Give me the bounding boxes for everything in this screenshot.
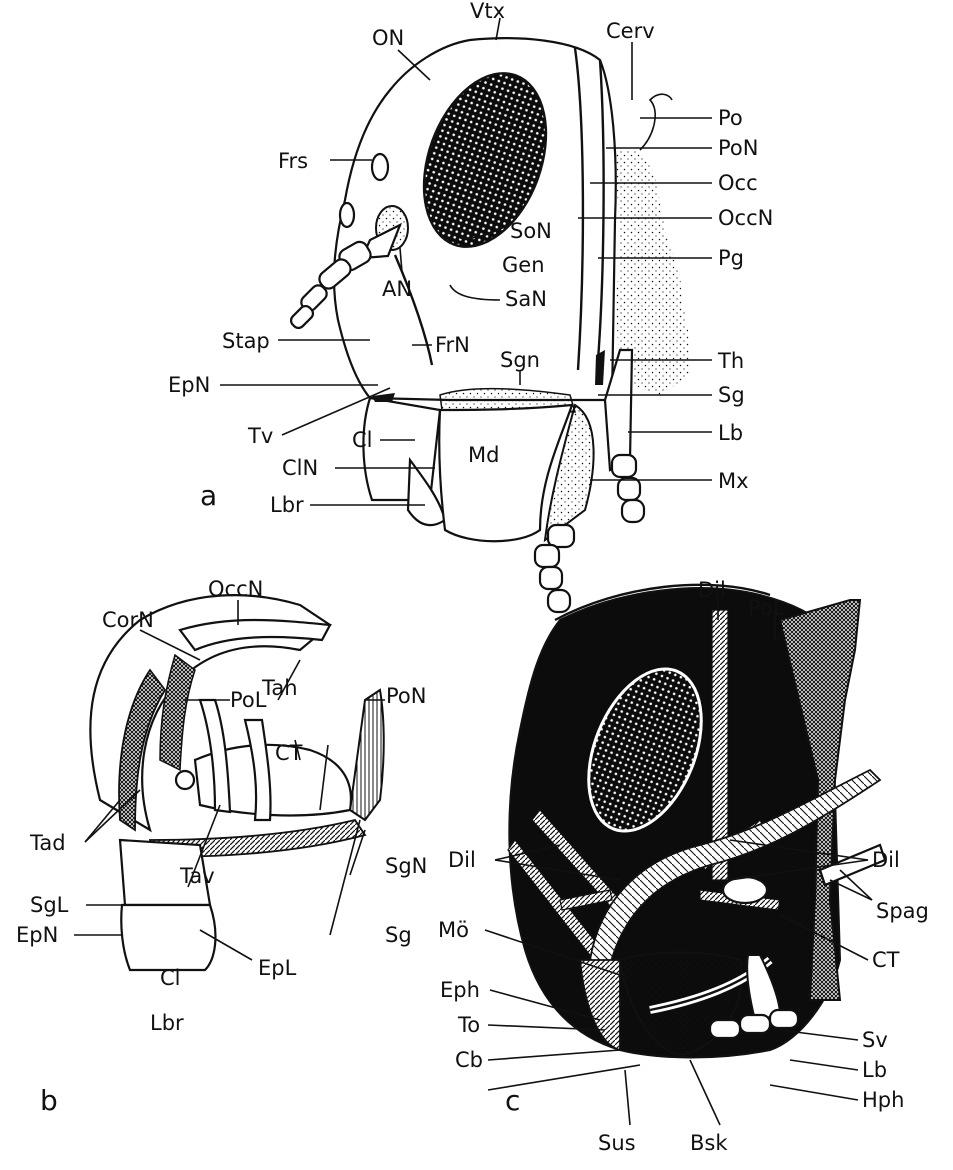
label-c-Cb: Cb — [455, 1048, 483, 1072]
label-a-Mx: Mx — [718, 469, 749, 493]
label-a-Occ: Occ — [718, 171, 758, 195]
label-a-Stap: Stap — [222, 329, 270, 353]
label-c-Mo: Mö — [438, 918, 469, 942]
label-a-Lbr: Lbr — [270, 493, 304, 517]
label-c-Dil-left: Dil — [448, 848, 476, 872]
maxillary-palp — [535, 525, 574, 612]
label-c-Dil-right: Dil — [872, 848, 900, 872]
panel-letter-a: a — [200, 479, 217, 512]
label-c-Hph: Hph — [862, 1088, 904, 1112]
b-foramen — [176, 771, 194, 789]
label-a-Frs: Frs — [278, 149, 308, 173]
label-b-SgN: SgN — [385, 854, 427, 878]
label-a-Pg: Pg — [718, 246, 744, 270]
label-a-EpN: EpN — [168, 373, 210, 397]
panel-letter-b: b — [40, 1084, 58, 1117]
label-a-SoN: SoN — [510, 219, 552, 243]
label-a-Vtx: Vtx — [470, 0, 505, 23]
label-b-Lbr: Lbr — [150, 1011, 184, 1035]
label-c-Bsk: Bsk — [690, 1131, 728, 1155]
panel-a-drawing — [289, 38, 690, 612]
frons-pit — [372, 154, 388, 180]
label-a-OccN: OccN — [718, 206, 773, 230]
label-b-CorN: CorN — [102, 608, 154, 632]
label-b-Tad: Tad — [29, 831, 66, 855]
label-a-Th: Th — [717, 349, 744, 373]
label-b-EpN: EpN — [16, 923, 58, 947]
c-ganglion — [723, 877, 767, 903]
labial-palp — [612, 455, 644, 522]
b-labrum — [121, 905, 215, 970]
panel-letter-c: c — [505, 1084, 520, 1117]
b-postoccipital-band — [350, 690, 384, 820]
label-c-Sus: Sus — [598, 1131, 636, 1155]
side-bump — [340, 203, 354, 227]
label-b-OccN: OccN — [208, 577, 263, 601]
label-b-PoL: PoL — [230, 688, 267, 712]
label-a-SaN: SaN — [505, 287, 547, 311]
label-c-To: To — [457, 1013, 480, 1037]
label-c-PoL: PoL — [748, 596, 785, 620]
label-b-PoN: PoN — [386, 684, 426, 708]
cervix — [640, 94, 672, 150]
label-b-CT: CT — [275, 741, 303, 765]
label-c-CT: CT — [872, 948, 900, 972]
label-c-Spag: Spag — [876, 899, 929, 923]
label-c-Lb: Lb — [862, 1058, 887, 1082]
label-a-ClN: ClN — [282, 456, 318, 480]
panel-b-drawing — [90, 595, 383, 970]
label-b-Sg: Sg — [385, 923, 412, 947]
label-c-Dil-top: Dil — [698, 578, 726, 602]
label-b-EpL: EpL — [258, 956, 297, 980]
label-a-FrN: FrN — [435, 333, 470, 357]
label-a-Lb: Lb — [718, 421, 743, 445]
label-a-Sgn: Sgn — [500, 348, 540, 372]
label-a-Cerv: Cerv — [606, 19, 655, 43]
label-a-PoN: PoN — [718, 136, 758, 160]
label-a-Gen: Gen — [502, 253, 545, 277]
panel-c-drawing — [508, 585, 885, 1058]
label-b-Tav: Tav — [179, 864, 215, 888]
label-a-Cl: Cl — [352, 428, 373, 452]
label-a-Sg: Sg — [718, 383, 745, 407]
label-a-Tv: Tv — [247, 424, 273, 448]
label-b-SgL: SgL — [30, 893, 69, 917]
label-c-Eph: Eph — [440, 978, 480, 1002]
label-a-ON: ON — [372, 26, 404, 50]
label-a-AN: AN — [382, 277, 412, 301]
label-b-Cl: Cl — [160, 966, 181, 990]
label-b-Tah: Tah — [261, 676, 298, 700]
label-c-Sv: Sv — [862, 1028, 888, 1052]
label-a-Md: Md — [468, 443, 499, 467]
label-a-Po: Po — [718, 106, 743, 130]
